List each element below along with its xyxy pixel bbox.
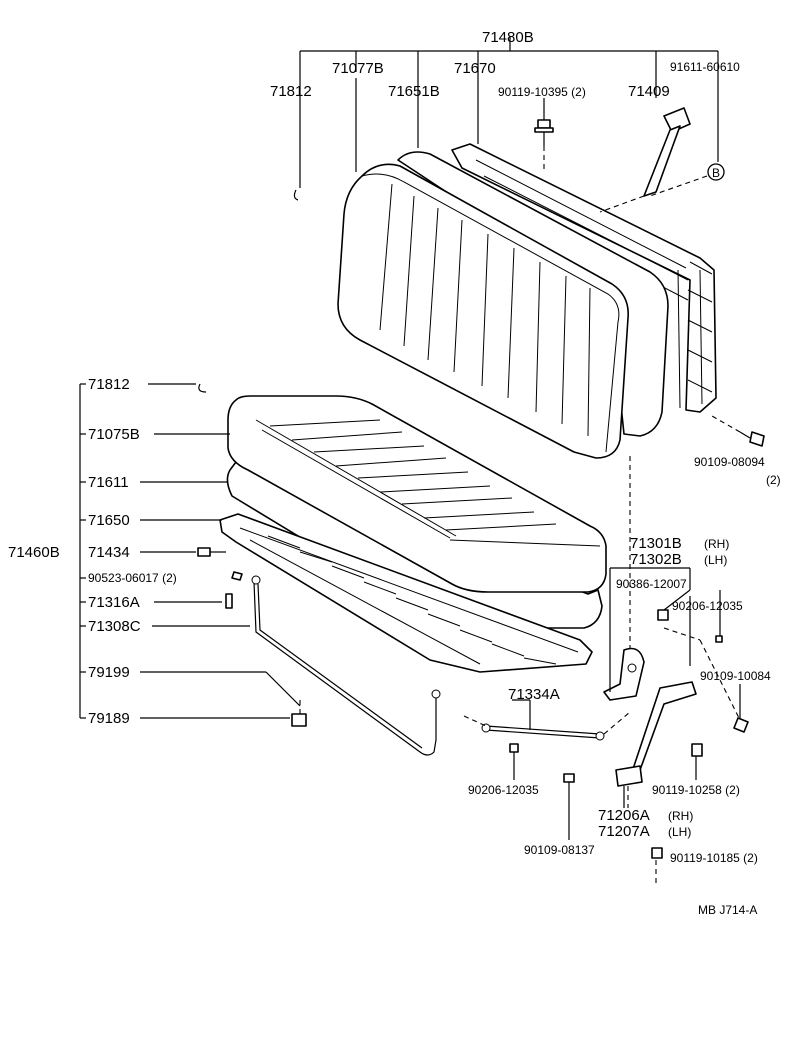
label-90386-12007: 90386-12007 (616, 577, 687, 591)
label-71460B: 71460B (8, 544, 60, 561)
hog-ring-top (293, 189, 299, 201)
label-91611-60610: 91611-60610 (670, 60, 740, 74)
reference-b-marker: B (649, 163, 725, 197)
label-71480B: 71480B (482, 29, 534, 46)
label-71206A: 71206A (598, 807, 650, 824)
label-90206-12035-upper: 90206-12035 (672, 599, 743, 613)
nut-90206-upper (715, 635, 723, 643)
bolt-90119-10185 (651, 847, 663, 859)
release-rod (251, 575, 441, 756)
label-71207A: 71207A (598, 823, 650, 840)
strap-71409 (599, 107, 691, 213)
left-leader-lines (79, 383, 301, 719)
hog-ring-left (198, 383, 207, 393)
seat-back-assembly (293, 143, 717, 459)
hinge-bracket (603, 456, 741, 884)
right-leader-lines (512, 567, 741, 840)
label-71302B: 71302B (630, 551, 682, 568)
label-71651B: 71651B (388, 83, 440, 100)
label-90109-08094-qty: (2) (766, 473, 781, 487)
bolt-90119-10395 (534, 119, 554, 172)
label-71409: 71409 (628, 83, 670, 100)
label-71812-left: 71812 (88, 376, 130, 393)
label-71316A: 71316A (88, 594, 140, 611)
label-90109-08094: 90109-08094 (694, 455, 765, 469)
label-79189: 79189 (88, 710, 130, 727)
bolt-90119-10258 (691, 743, 703, 757)
seat-back-cover (337, 163, 629, 459)
top-leader-lines (299, 36, 719, 188)
label-71670: 71670 (454, 60, 496, 77)
seat-back-pleats (379, 183, 591, 437)
spring-71316A (225, 593, 233, 609)
seat-cushion-cover (227, 395, 607, 593)
label-90119-10258: 90119-10258 (2) (652, 783, 740, 797)
label-71611: 71611 (88, 474, 129, 491)
clip-90523 (231, 571, 243, 581)
label-rh-2: (RH) (668, 809, 693, 823)
clip-79189 (291, 696, 307, 727)
seat-cushion-frame (219, 513, 593, 673)
label-90523-06017: 90523-06017 (2) (88, 571, 177, 585)
seat-back-frame (451, 143, 717, 413)
label-71077B: 71077B (332, 60, 384, 77)
label-79199: 79199 (88, 664, 130, 681)
nut-90386 (657, 609, 669, 621)
cable-71334A (463, 711, 631, 741)
left-labels: 71812 71075B 71611 71650 71460B 71434 90… (8, 376, 177, 727)
label-71308C: 71308C (88, 618, 141, 635)
seat-cushion-assembly (198, 383, 607, 673)
bolt-71434 (197, 547, 226, 557)
label-lh-1: (LH) (704, 553, 727, 567)
label-71812-top: 71812 (270, 83, 312, 100)
label-71650: 71650 (88, 512, 130, 529)
label-71301B: 71301B (630, 535, 682, 552)
label-lh-2: (LH) (668, 825, 691, 839)
diagram-code: MB J714-A (698, 903, 757, 917)
bolt-90109-10084 (733, 717, 749, 733)
label-90206-12035-lower: 90206-12035 (468, 783, 539, 797)
seat-cushion-ribs (269, 419, 557, 531)
top-labels: 71480B 71077B 71670 91611-60610 71812 71… (270, 29, 740, 100)
label-71334A: 71334A (508, 686, 560, 703)
label-rh-1: (RH) (704, 537, 729, 551)
label-90109-10084: 90109-10084 (700, 669, 771, 683)
reference-b-label: B (712, 166, 720, 180)
nut-90206-lower (509, 743, 519, 753)
label-90119-10395: 90119-10395 (2) (498, 85, 586, 99)
label-71075B: 71075B (88, 426, 140, 443)
bolt-90109-08094 (711, 415, 765, 447)
label-71434: 71434 (88, 544, 130, 561)
label-90119-10185: 90119-10185 (2) (670, 851, 758, 865)
bolt-90109-08137 (563, 773, 575, 790)
label-90109-08137: 90109-08137 (524, 843, 595, 857)
right-labels: 90109-08094 (2) 71301B (RH) 71302B (LH) … (468, 455, 781, 865)
